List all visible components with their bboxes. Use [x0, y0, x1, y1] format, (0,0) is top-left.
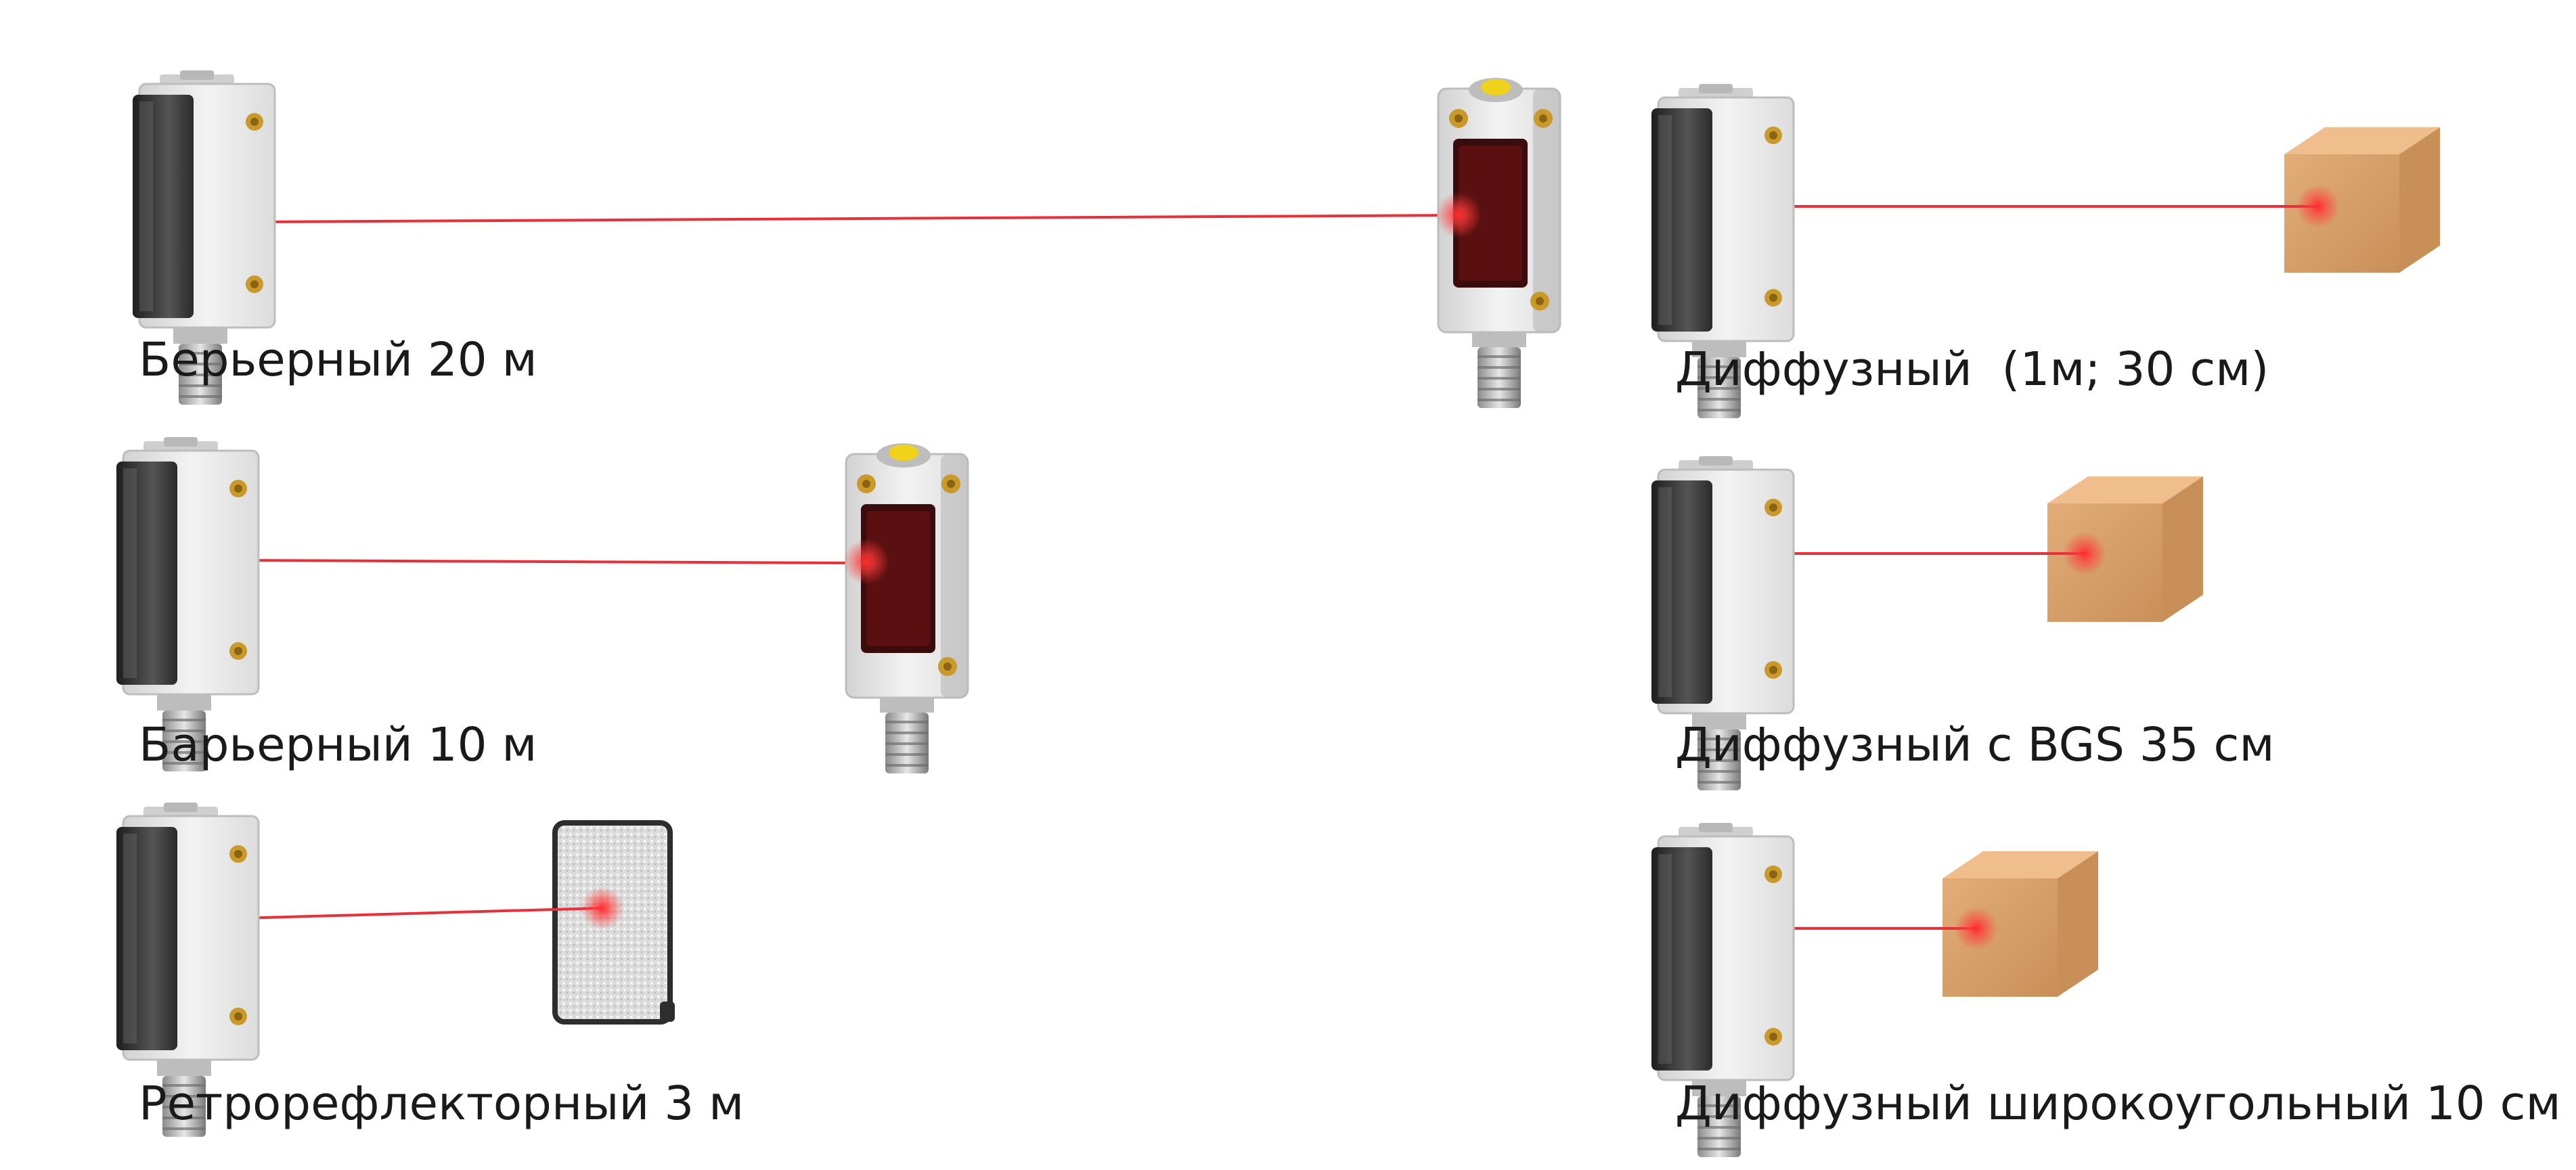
beam-spot [1955, 907, 1998, 950]
retro-3-group [115, 801, 675, 1138]
diffuse-1m-group [1650, 83, 2440, 420]
label-barrier-10: Барьерный 10 м [139, 718, 537, 772]
beam-spot [2063, 532, 2106, 575]
label-retro-3: Ретрорефлекторный 3 м [139, 1077, 745, 1131]
sensor-receiver-icon [1437, 76, 1561, 409]
diffuse-bgs-group [1650, 455, 2203, 792]
laser-beam-icon [240, 559, 857, 564]
beam-spot [1436, 192, 1482, 238]
sensor-receiver-icon [845, 442, 969, 775]
laser-beam-icon [240, 907, 603, 920]
diffuse-wide-group [1650, 822, 2098, 1158]
label-diffuse-1m: Диффузный (1м; 30 см) [1675, 342, 2269, 397]
beam-spot [581, 886, 624, 930]
label-barrier-20: Берьерный 20 м [139, 333, 537, 387]
label-diffuse-wide: Диффузный широкоугольный 10 см [1675, 1077, 2561, 1131]
beam-spot [2296, 185, 2340, 228]
beam-spot [843, 539, 889, 585]
barrier-20-group [131, 69, 1561, 409]
barrier-10-group [115, 436, 969, 775]
label-diffuse-bgs: Диффузный с BGS 35 см [1675, 718, 2275, 772]
laser-beam-icon [250, 214, 1469, 223]
